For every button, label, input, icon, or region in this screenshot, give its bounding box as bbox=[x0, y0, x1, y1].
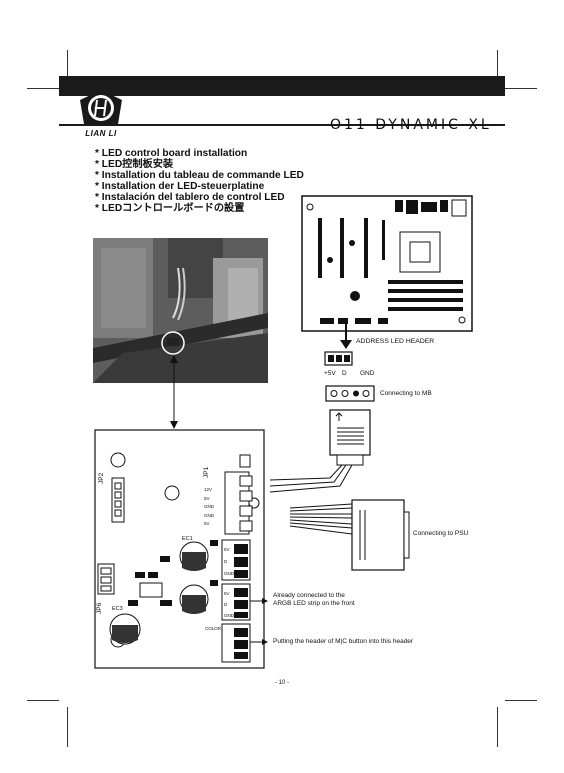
crop-mark-bottom-left-v bbox=[67, 707, 68, 747]
lian-li-logo bbox=[72, 86, 130, 130]
title-jp: * LEDコントロールボードの設置 bbox=[95, 203, 245, 214]
jp1-pin-5v: 5V bbox=[204, 495, 210, 501]
logo-text: LIAN LI bbox=[85, 129, 117, 138]
title-zh: * LED控制板安装 bbox=[95, 159, 174, 170]
argb-annotation-line1: Already connected to the bbox=[273, 592, 345, 599]
port2-pin-d: D bbox=[224, 602, 228, 607]
crop-mark-top-left-h bbox=[27, 88, 59, 89]
port1-pin-5v: 5V bbox=[224, 547, 230, 552]
port-pin-labels-1: 5V D GND bbox=[224, 544, 234, 580]
jp1-pin-gnd-2: GND bbox=[204, 512, 214, 518]
jp1-pin-12v: 12V bbox=[204, 487, 213, 492]
crop-mark-top-right-h bbox=[505, 88, 537, 89]
crop-mark-top-right-v bbox=[497, 50, 498, 92]
crop-mark-top-left-v bbox=[67, 50, 68, 92]
argb-annotation-line2: ARGB LED strip on the front bbox=[273, 600, 355, 607]
jp1-pin-5v-2: 5V bbox=[204, 521, 210, 526]
crop-mark-bottom-left-h bbox=[27, 700, 59, 701]
port1-pin-gnd: GND bbox=[224, 571, 234, 576]
port-pin-labels-2: 5V D GND bbox=[224, 588, 234, 621]
jp2-label: JP2 bbox=[98, 472, 105, 484]
title-en: * LED control board installation bbox=[95, 148, 248, 159]
connecting-mb-label: Connecting to MB bbox=[380, 390, 432, 397]
pin-label-5v: +5V bbox=[324, 370, 336, 377]
address-led-header-label: ADDRESS LED HEADER bbox=[356, 338, 435, 345]
ec1-label: EC1 bbox=[182, 536, 193, 542]
jp1-label: JP1 bbox=[203, 466, 210, 478]
pin-label-gnd: GND bbox=[360, 370, 375, 377]
crop-mark-bottom-right-v bbox=[497, 707, 498, 747]
port1-pin-d: D bbox=[224, 559, 228, 564]
jp1-pin-gnd: GND bbox=[204, 504, 214, 509]
mc-button-annotation: Putting the header of M|C button into th… bbox=[273, 638, 414, 645]
port2-pin-gnd: GND bbox=[224, 613, 234, 618]
title-list: * LED control board installation * LED控制… bbox=[95, 148, 304, 214]
title-es: * Instalación del tablero de control LED bbox=[95, 192, 285, 203]
port2-pin-5v: 5V bbox=[224, 591, 230, 596]
ec3-label: EC3 bbox=[112, 606, 123, 612]
title-de: * Installation der LED-steuerplatine bbox=[95, 181, 265, 192]
header-rule bbox=[59, 124, 505, 126]
page-number: - 10 - bbox=[274, 680, 289, 686]
connecting-psu-label: Connecting to PSU bbox=[413, 530, 469, 537]
case-interior-photo bbox=[93, 238, 268, 383]
header-band bbox=[59, 76, 505, 96]
model-name: O11 DYNAMIC XL bbox=[330, 117, 492, 133]
pin-label-d: D bbox=[342, 370, 347, 377]
motherboard-illustration bbox=[301, 195, 473, 332]
title-fr: * Installation du tableau de commande LE… bbox=[95, 170, 304, 181]
jp6-label: JP6 bbox=[96, 602, 103, 614]
crop-mark-bottom-right-h bbox=[505, 700, 537, 701]
jp1-pin-labels: 12V 5V GND GND 5V bbox=[204, 486, 214, 529]
color-label: COLOR bbox=[205, 626, 222, 631]
